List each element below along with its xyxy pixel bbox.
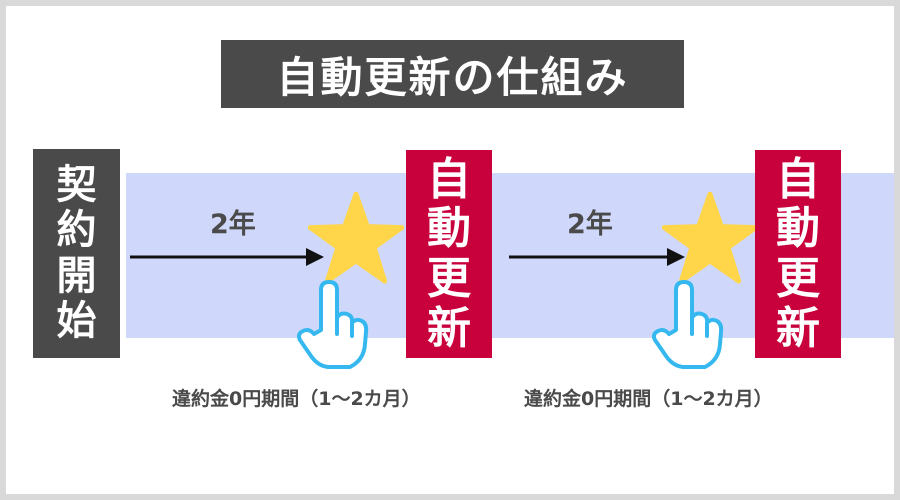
star-icon [662,192,758,284]
arrow-right-icon [130,248,324,266]
auto-renewal-char: 自 [427,153,471,205]
auto-renewal-char: 新 [776,302,820,354]
auto-renewal-char: 動 [427,203,471,255]
free-cancellation-note: 違約金0円期間（1～2カ月） [524,388,773,410]
period-label: 2年 [567,209,613,240]
page-title: 自動更新の仕組み [221,40,684,108]
contract-start-char: 始 [56,297,97,344]
contract-start-box: 契 約 開 始 [33,149,120,358]
auto-renewal-char: 動 [776,203,820,255]
pointing-hand-icon [652,280,724,369]
diagram-frame: 自動更新の仕組み 契 約 開 始 2年 自 動 更 新 違約金0円期間（1～2カ… [6,6,894,494]
contract-start-char: 開 [56,252,97,299]
auto-renewal-box: 自 動 更 新 [406,150,492,358]
contract-start-char: 契 [56,162,97,209]
auto-renewal-box: 自 動 更 新 [755,150,841,358]
auto-renewal-char: 更 [776,253,820,304]
auto-renewal-char: 新 [427,302,471,354]
auto-renewal-char: 自 [776,153,820,205]
contract-start-char: 約 [56,207,97,254]
auto-renewal-char: 更 [427,253,471,304]
free-cancellation-note: 違約金0円期間（1～2カ月） [172,388,421,410]
pointing-hand-icon [297,280,369,369]
star-icon [308,192,404,284]
arrow-right-icon [509,248,685,266]
period-label: 2年 [210,209,256,240]
